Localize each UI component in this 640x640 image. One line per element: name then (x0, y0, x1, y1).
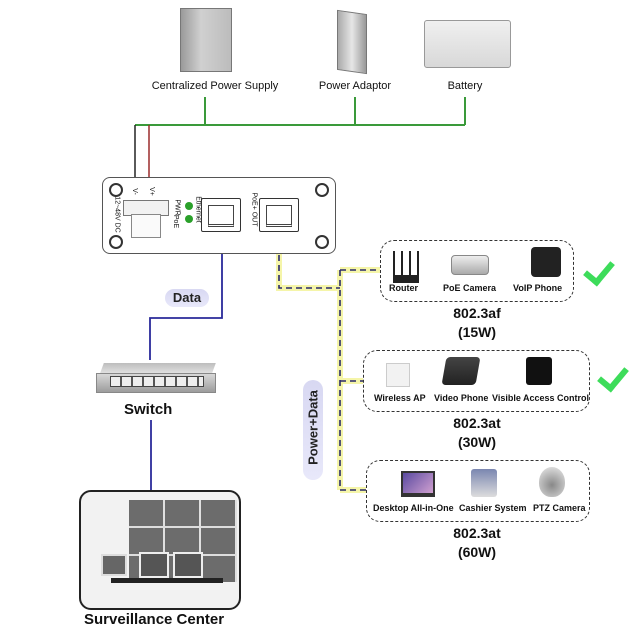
access-control-icon (526, 357, 552, 385)
battery-icon (424, 20, 511, 68)
screw-icon (315, 235, 329, 249)
standard-name: 802.3af (453, 305, 501, 321)
led-label-poe: PoE (172, 214, 180, 229)
poe-injector: 12~48V DC V- V+ PWR PoE Ethernet PoE+ OU… (102, 177, 336, 254)
video-phone-icon (441, 357, 481, 385)
wireless-ap-icon (386, 363, 410, 387)
surveillance-center-image (79, 490, 241, 610)
power-source-label: Power Adaptor (318, 80, 392, 92)
poe-led-icon (185, 215, 193, 223)
terminal-label-neg: V- (130, 188, 138, 195)
standard-label: 802.3at (60W) (427, 524, 527, 562)
monitor-icon (101, 554, 127, 576)
device-label: Cashier System (459, 503, 527, 513)
power-data-label: Power+Data (305, 390, 321, 465)
poe-out-port[interactable] (259, 198, 299, 232)
terminal-plug (131, 214, 161, 238)
voip-phone-icon (531, 247, 561, 277)
laptop-icon (401, 471, 435, 497)
standard-name: 802.3at (453, 415, 501, 431)
poe-line (276, 225, 380, 493)
device-label: Video Phone (434, 393, 489, 403)
poe-camera-icon (451, 255, 489, 275)
power-source-label: Centralized Power Supply (151, 80, 279, 92)
switch-device[interactable] (96, 363, 216, 395)
rj45-jack-icon (208, 205, 234, 227)
device-label: Desktop All-in-One (373, 503, 454, 513)
desk (111, 578, 223, 583)
device-label: PoE Camera (443, 283, 497, 293)
screw-icon (109, 235, 123, 249)
power-source-label: Battery (447, 80, 483, 92)
led-label-pwr: PWR (173, 199, 181, 216)
screw-icon (315, 183, 329, 197)
voltage-label: 12~48V DC (113, 196, 121, 233)
data-line-upper (149, 225, 223, 360)
power-supply-cabinet-icon (180, 8, 232, 72)
power-rating: (30W) (457, 434, 497, 450)
device-label: Router (389, 283, 418, 293)
power-rating: (15W) (457, 324, 497, 340)
power-bus (135, 97, 466, 126)
power-data-label-pill: Power+Data (303, 380, 323, 480)
monitor-icon (139, 552, 169, 578)
power-rating: (60W) (457, 544, 497, 560)
device-label: PTZ Camera (533, 503, 586, 513)
device-group-802-3af: Router PoE Camera VoIP Phone (380, 240, 574, 302)
rj45-jack-icon (266, 205, 292, 227)
terminal-label-pos: V+ (147, 187, 155, 196)
standard-label: 802.3af (15W) (427, 304, 527, 342)
device-label: VoIP Phone (513, 283, 563, 293)
cashier-system-icon (471, 469, 497, 497)
device-group-802-3at-60w: Desktop All-in-One Cashier System PTZ Ca… (366, 460, 590, 522)
ptz-camera-icon (539, 467, 565, 497)
switch-ports-icon (110, 376, 204, 387)
router-icon (393, 251, 419, 283)
pwr-led-icon (185, 202, 193, 210)
monitor-icon (173, 552, 203, 578)
screw-icon (109, 183, 123, 197)
din-rail-power-adaptor-icon (337, 9, 367, 75)
device-label: Visible Access Control (492, 393, 590, 403)
device-group-802-3at-30w: Wireless AP Video Phone Visible Access C… (363, 350, 590, 412)
standard-name: 802.3at (453, 525, 501, 541)
switch-label: Switch (124, 401, 173, 418)
standard-label: 802.3at (30W) (427, 414, 527, 452)
device-label: Wireless AP (374, 393, 426, 403)
data-label-pill: Data (165, 289, 209, 307)
ethernet-port[interactable] (201, 198, 241, 232)
poe-port-label: PoE+ OUT (250, 192, 258, 227)
surveillance-center-label: Surveillance Center (84, 611, 225, 628)
switch-top (100, 363, 216, 373)
